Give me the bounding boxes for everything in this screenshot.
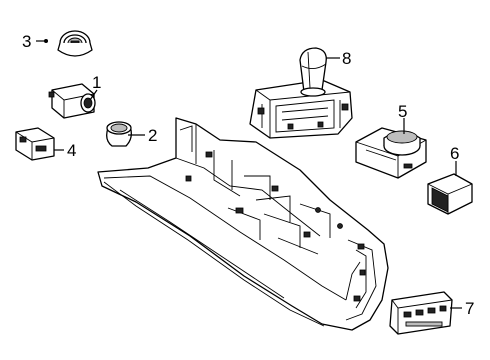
callout-4: 4	[67, 141, 76, 160]
callout-2: 2	[148, 126, 157, 145]
callout-7: 7	[465, 299, 474, 318]
callout-3: 3	[22, 32, 31, 51]
trim-cover-part	[427, 173, 473, 215]
center-console-part	[97, 117, 389, 331]
switch-connector-part	[15, 127, 55, 161]
switch-panel-part	[389, 291, 453, 335]
outlet-cap-part	[106, 121, 132, 147]
callout-8: 8	[342, 49, 351, 68]
callout-5: 5	[398, 102, 407, 121]
leader-line-1	[89, 89, 98, 101]
callout-6: 6	[450, 144, 459, 163]
controller-knob-part	[355, 127, 427, 179]
gear-shifter-part	[249, 47, 353, 139]
usb-port-part	[44, 30, 93, 57]
callout-1: 1	[92, 73, 101, 92]
power-outlet-part	[48, 83, 96, 119]
